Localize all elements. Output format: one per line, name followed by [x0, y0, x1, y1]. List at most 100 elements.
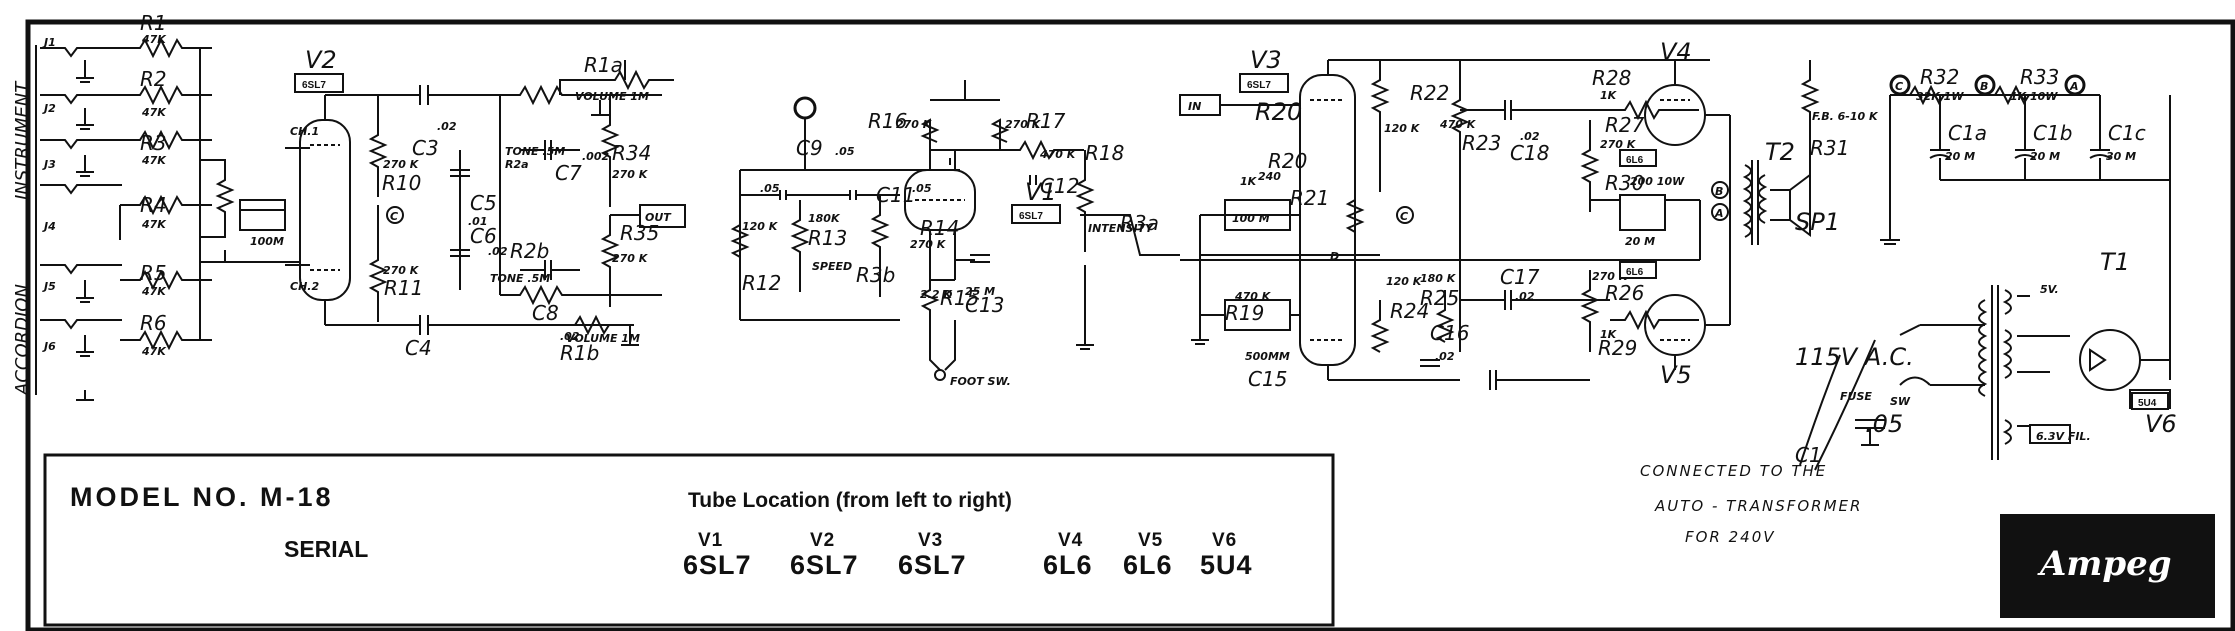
r2a-label: R2a: [505, 158, 529, 171]
r25-label: R25: [1420, 286, 1459, 310]
c1c-label: C1c: [2108, 121, 2146, 145]
tube-type-v5: 6L6: [1123, 550, 1173, 580]
r35-label: R35: [620, 221, 659, 245]
t1-label: T1: [2100, 248, 2130, 276]
node-c-power: C: [1895, 80, 1903, 93]
c1a-label: C1a: [1948, 121, 1987, 145]
ac-input-label: 115V A.C.: [1795, 343, 1914, 371]
r1a-label: R1a: [584, 53, 623, 77]
jack-j2-label: J2: [42, 102, 56, 115]
v1-label: V1: [1025, 178, 1057, 206]
node-a-output: A: [1714, 207, 1724, 220]
v4-label: V4: [1660, 38, 1692, 66]
r28-value: 1K: [1600, 89, 1618, 102]
c17-value: .02: [1515, 290, 1535, 303]
tube-location-title: Tube Location (from left to right): [688, 489, 1012, 512]
instrument-side-label: INSTRUMENT: [12, 80, 33, 200]
c10-value: .05: [760, 182, 780, 195]
tube-position-v5: V5: [1138, 530, 1164, 551]
v6-type-box: 5U4: [2138, 398, 2157, 409]
r11-value: 270 K: [383, 264, 420, 277]
tube-position-v3: V3: [918, 530, 944, 551]
in-label: IN: [1188, 100, 1201, 113]
c5-label: C5: [470, 191, 497, 215]
r3b-sub: SPEED: [812, 260, 852, 273]
t2-label: T2: [1765, 138, 1795, 166]
v6-label: V6: [2145, 410, 2177, 438]
node-d-label: D: [1330, 250, 1339, 263]
ch2-label: CH.2: [290, 280, 319, 293]
c2-value: 100M: [250, 235, 284, 248]
r2b-sub: TONE .5M: [490, 272, 550, 285]
r24-label: R24: [1390, 299, 1429, 323]
r33-value: 1K 10W: [2010, 90, 2058, 103]
node-c-right: C: [1400, 210, 1408, 223]
r31-label: R31: [1810, 136, 1849, 160]
tube-type-v1: 6SL7: [683, 550, 752, 580]
v4-type-box: 6L6: [1626, 155, 1644, 166]
r4-value: 47K: [141, 218, 167, 231]
speaker-label: SP1: [1795, 208, 1840, 236]
r1-value: 47K: [141, 33, 167, 46]
r18-label: R18: [1085, 141, 1124, 165]
r17-value: 270 K: [1005, 118, 1042, 131]
node-b-power: B: [1980, 80, 1988, 93]
r16-label: R16: [868, 109, 907, 133]
c8-label: C8: [532, 301, 559, 325]
r14-value: 270 K: [910, 238, 947, 251]
node-b-output: B: [1715, 185, 1723, 198]
r27-value: 270 K: [1600, 138, 1637, 151]
r34-label: R34: [612, 141, 651, 165]
r13-label: R13: [808, 226, 847, 250]
c15-value: 500MM: [1245, 350, 1290, 363]
r19-label: R19: [1225, 301, 1264, 325]
c8-value: .02: [560, 330, 580, 343]
r20-label: R20: [1268, 149, 1307, 173]
r29-label: R29: [1598, 336, 1637, 360]
c11-label: C11: [876, 183, 915, 207]
ch1-label: CH.1: [290, 125, 319, 138]
c9-label: C9: [796, 136, 823, 160]
r29-value: 1K: [1600, 328, 1618, 341]
b-plus-label: 5V.: [2040, 283, 2059, 296]
r32-label: R32: [1920, 65, 1959, 89]
c7-label: C7: [555, 161, 582, 185]
r32-value: 32K 1W: [1916, 90, 1964, 103]
note-line-2: AUTO - TRANSFORMER: [1655, 497, 1863, 515]
c16-label: C16: [1430, 321, 1469, 345]
r28-label: R28: [1592, 66, 1631, 90]
r31-value: F.B. 6-10 K: [1812, 110, 1879, 123]
node-a-power: A: [2069, 80, 2079, 93]
c4-label: C4: [405, 336, 432, 360]
r16-value: 270 K: [896, 118, 933, 131]
c1b-value: 20 M: [2030, 150, 2060, 163]
r2-label: R2: [140, 67, 167, 91]
model-number: MODEL NO. M-18: [70, 482, 334, 512]
v3-label: V3: [1250, 46, 1282, 74]
r4-label: R4: [140, 193, 167, 217]
r3b-label: R3b: [856, 263, 895, 287]
r21-value: 240: [1258, 170, 1281, 183]
r6-label: R6: [140, 311, 167, 335]
r18-value: 470 K: [1039, 148, 1077, 161]
r11-label: R11: [384, 276, 423, 300]
accordion-side-label: ACCORDION: [12, 284, 33, 396]
c1b-label: C1b: [2033, 121, 2072, 145]
note-line-1: CONNECTED TO THE: [1640, 462, 1828, 480]
serial-label: SERIAL: [284, 536, 369, 562]
r2a-sub: TONE .5M: [505, 145, 565, 158]
node-c-left: C: [390, 210, 398, 223]
jack-j5-label: J5: [42, 280, 56, 293]
jack-j6-label: J6: [42, 340, 56, 353]
r14-label: R14: [920, 216, 959, 240]
r3a-sub: INTENSITY: [1088, 222, 1154, 235]
tube-position-v6: V6: [1212, 530, 1238, 551]
r26-label: R26: [1605, 281, 1644, 305]
c17-label: C17: [1500, 265, 1540, 289]
r3-label: R3: [140, 131, 167, 155]
r15-label: R15: [940, 286, 979, 310]
tube-type-v6: 5U4: [1200, 550, 1253, 580]
r1b-sub: VOLUME 1M: [566, 332, 640, 345]
